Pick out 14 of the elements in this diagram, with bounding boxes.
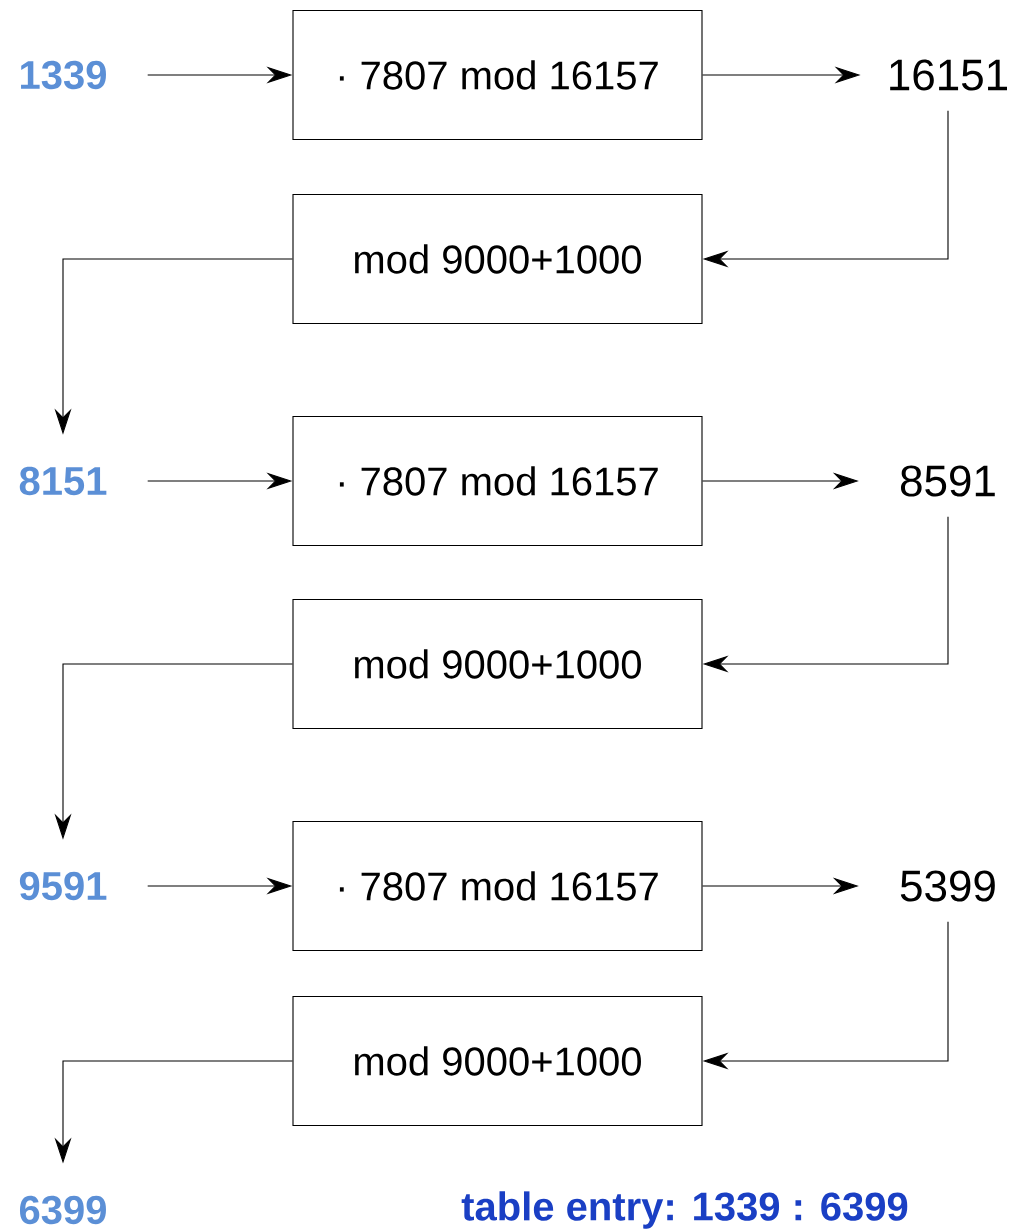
result-number: 8591 [900,465,995,497]
table-entry-note: table entry: 1339 : 6399 [461,1191,908,1229]
input-number: 8151 [19,466,107,496]
input-number: 9591 [19,871,107,901]
result-number: 16151 [890,59,1007,91]
operation-box: · 7807 mod 16157 [292,415,703,547]
operation-box: · 7807 mod 16157 [292,9,703,141]
operation-box: mod 9000+1000 [292,995,703,1127]
input-number: 6399 [19,1195,106,1225]
operation-box: mod 9000+1000 [292,193,703,325]
operation-box: · 7807 mod 16157 [292,820,703,952]
result-number: 5399 [900,870,995,902]
operation-box: mod 9000+1000 [292,598,703,730]
input-number: 1339 [21,60,106,90]
